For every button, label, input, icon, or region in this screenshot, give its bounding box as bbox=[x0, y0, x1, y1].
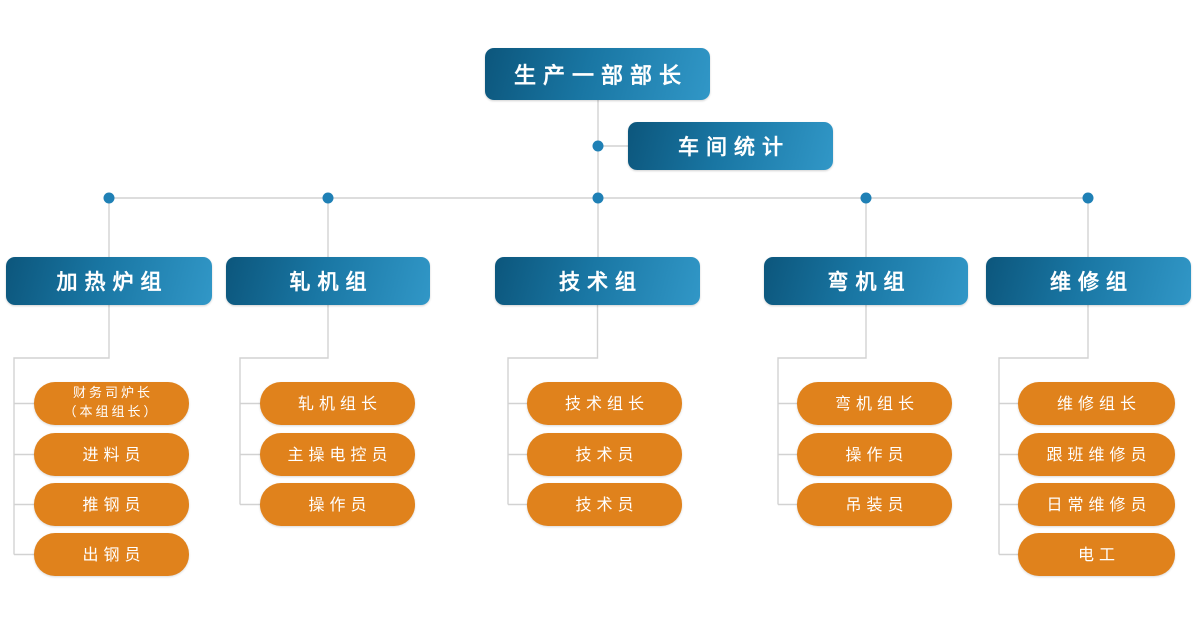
child-node: 吊装员 bbox=[797, 483, 952, 526]
junction-dot bbox=[322, 192, 334, 204]
child-node: 财务司炉长 （本组组长） bbox=[34, 382, 189, 425]
junction-dot bbox=[103, 192, 115, 204]
child-node: 主操电控员 bbox=[260, 433, 415, 476]
child-node: 出钢员 bbox=[34, 533, 189, 576]
group-header: 技术组 bbox=[495, 257, 700, 305]
child-node: 操作员 bbox=[260, 483, 415, 526]
child-node: 推钢员 bbox=[34, 483, 189, 526]
aside-node: 车间统计 bbox=[628, 122, 833, 170]
child-node: 操作员 bbox=[797, 433, 952, 476]
group-header: 加热炉组 bbox=[6, 257, 212, 305]
group-header: 维修组 bbox=[986, 257, 1191, 305]
child-node: 弯机组长 bbox=[797, 382, 952, 425]
junction-dots bbox=[103, 140, 1094, 204]
junction-dot bbox=[860, 192, 872, 204]
child-node: 日常维修员 bbox=[1018, 483, 1175, 526]
child-node: 跟班维修员 bbox=[1018, 433, 1175, 476]
child-node: 技术员 bbox=[527, 483, 682, 526]
junction-dot bbox=[592, 140, 604, 152]
child-node: 轧机组长 bbox=[260, 382, 415, 425]
junction-dot bbox=[592, 192, 604, 204]
junction-dot bbox=[1082, 192, 1094, 204]
group-header: 弯机组 bbox=[764, 257, 968, 305]
root-node: 生产一部部长 bbox=[485, 48, 710, 100]
child-node: 维修组长 bbox=[1018, 382, 1175, 425]
child-node: 电工 bbox=[1018, 533, 1175, 576]
child-node: 技术组长 bbox=[527, 382, 682, 425]
group-header: 轧机组 bbox=[226, 257, 430, 305]
child-node: 技术员 bbox=[527, 433, 682, 476]
child-node: 进料员 bbox=[34, 433, 189, 476]
